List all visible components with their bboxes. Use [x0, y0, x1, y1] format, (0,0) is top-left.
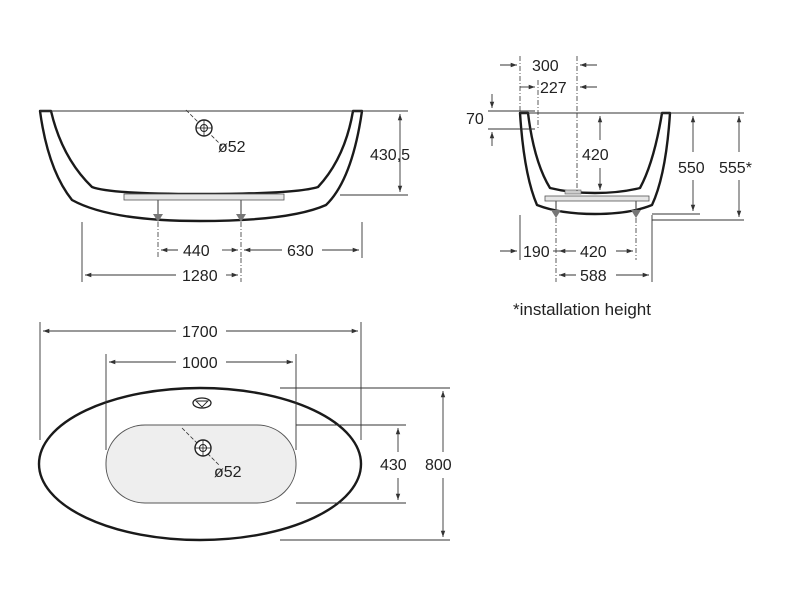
- side-view-frame: [123, 193, 285, 201]
- side-view-leg-left: [153, 200, 163, 222]
- end-view-left-offset-label: 190: [523, 244, 550, 261]
- end-view-leg-span-label: 420: [580, 244, 607, 261]
- top-view-inner-basin: [105, 424, 297, 504]
- end-view-inner-width-label: 227: [540, 80, 567, 97]
- top-view-length-label: 1700: [182, 324, 218, 341]
- overflow-icon: [185, 109, 223, 147]
- side-view-leg-offset-label: 440: [183, 243, 210, 260]
- side-view: ø52 430,5 440 630 1280: [38, 109, 410, 285]
- top-view-inner-length-label: 1000: [182, 355, 218, 372]
- end-view-leg-right: [631, 201, 641, 218]
- top-view-width-label: 800: [425, 457, 452, 474]
- top-view-inner-width-label: 430: [380, 457, 407, 474]
- end-view-depth-label: 420: [582, 147, 609, 164]
- side-view-right-span-label: 630: [287, 243, 314, 260]
- end-view-drain: [564, 189, 582, 195]
- end-view-installation-height-label: 555*: [719, 160, 752, 177]
- end-view-frame: [544, 195, 650, 202]
- footnote: *installation height: [513, 300, 651, 319]
- drain-icon: [181, 427, 221, 467]
- end-view-leg-left: [551, 201, 561, 218]
- side-view-leg-span-label: 1280: [182, 268, 218, 285]
- side-view-overflow-label: ø52: [218, 139, 246, 156]
- end-view-top-width-label: 300: [532, 58, 559, 75]
- end-view-base-width-label: 588: [580, 268, 607, 285]
- top-view: ø52 1700 1000 430 800: [37, 322, 452, 542]
- side-view-height-label: 430,5: [370, 147, 410, 164]
- end-view-rim-label: 70: [466, 111, 484, 128]
- top-view-drain-label: ø52: [214, 464, 242, 481]
- side-view-leg-right: [236, 200, 246, 222]
- end-view: 300 227 70 420 550 555* 190: [466, 56, 752, 285]
- end-view-height-label: 550: [678, 160, 705, 177]
- top-view-overflow-icon: [192, 397, 212, 409]
